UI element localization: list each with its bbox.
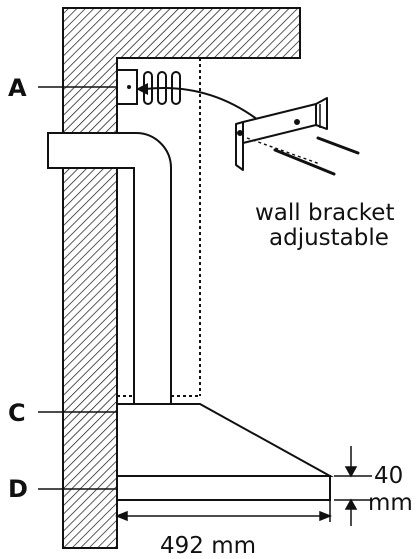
hood-body bbox=[116, 403, 334, 477]
screws bbox=[273, 136, 360, 176]
hood-bottom-plate bbox=[116, 475, 331, 501]
height-value: 40 bbox=[374, 463, 403, 489]
label-a: A bbox=[8, 74, 27, 102]
width-value: 492 mm bbox=[160, 533, 256, 559]
wall-hatched bbox=[62, 7, 301, 549]
bracket-detail bbox=[235, 97, 328, 171]
bracket-a-screw bbox=[127, 85, 131, 89]
label-leaders bbox=[38, 86, 117, 490]
callout-line-1: wall bracket bbox=[255, 200, 394, 226]
height-unit: mm bbox=[368, 490, 413, 516]
callout-arrowhead bbox=[136, 83, 148, 95]
callout-line-2: adjustable bbox=[269, 225, 389, 251]
label-d: D bbox=[8, 475, 28, 503]
screw-guide-dashed bbox=[246, 137, 321, 165]
width-dimension bbox=[114, 500, 333, 522]
callout-arrow bbox=[144, 87, 263, 124]
label-c: C bbox=[8, 399, 26, 427]
height-dimension bbox=[334, 446, 372, 526]
